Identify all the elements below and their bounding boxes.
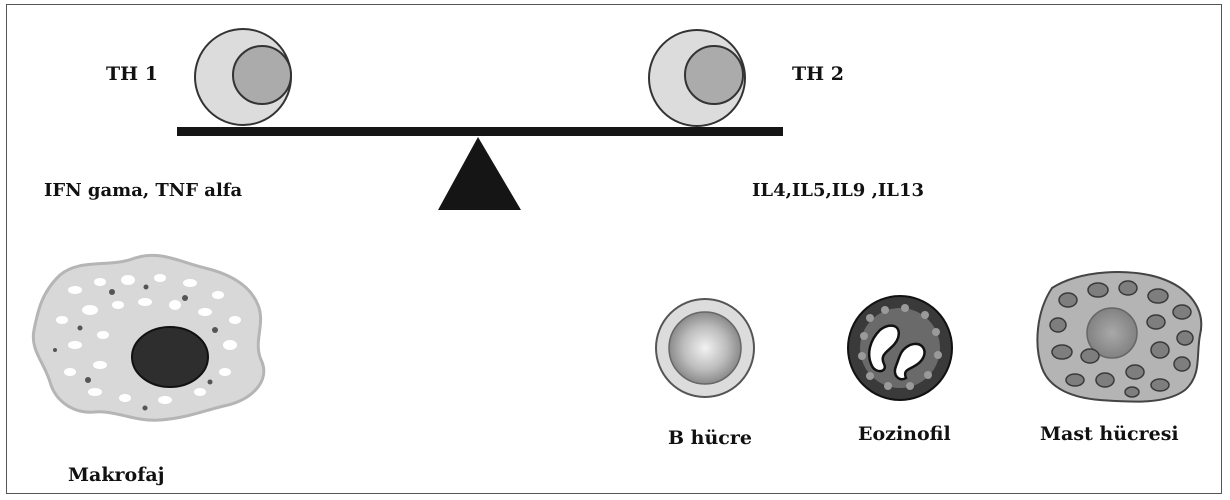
th2-label: TH 2 bbox=[792, 63, 844, 85]
th1-cell-icon bbox=[194, 28, 292, 126]
th1-label: TH 1 bbox=[106, 63, 158, 85]
th1-cytokines-label: IFN gama, TNF alfa bbox=[44, 180, 243, 201]
eosinophil-icon bbox=[847, 295, 953, 401]
balance-beam bbox=[177, 127, 783, 136]
b-cell-label: B hücre bbox=[668, 427, 752, 449]
eosinophil-label: Eozinofil bbox=[858, 423, 951, 445]
macrophage-label: Makrofaj bbox=[68, 464, 165, 486]
b-cell-icon bbox=[655, 298, 755, 398]
macrophage-icon bbox=[31, 253, 266, 422]
th2-cytokines-label: IL4,IL5,IL9 ,IL13 bbox=[752, 180, 924, 201]
balance-fulcrum bbox=[438, 137, 521, 210]
th2-cell-icon bbox=[648, 29, 746, 127]
mast-cell-label: Mast hücresi bbox=[1040, 423, 1179, 445]
mast-cell-icon bbox=[1036, 271, 1203, 403]
